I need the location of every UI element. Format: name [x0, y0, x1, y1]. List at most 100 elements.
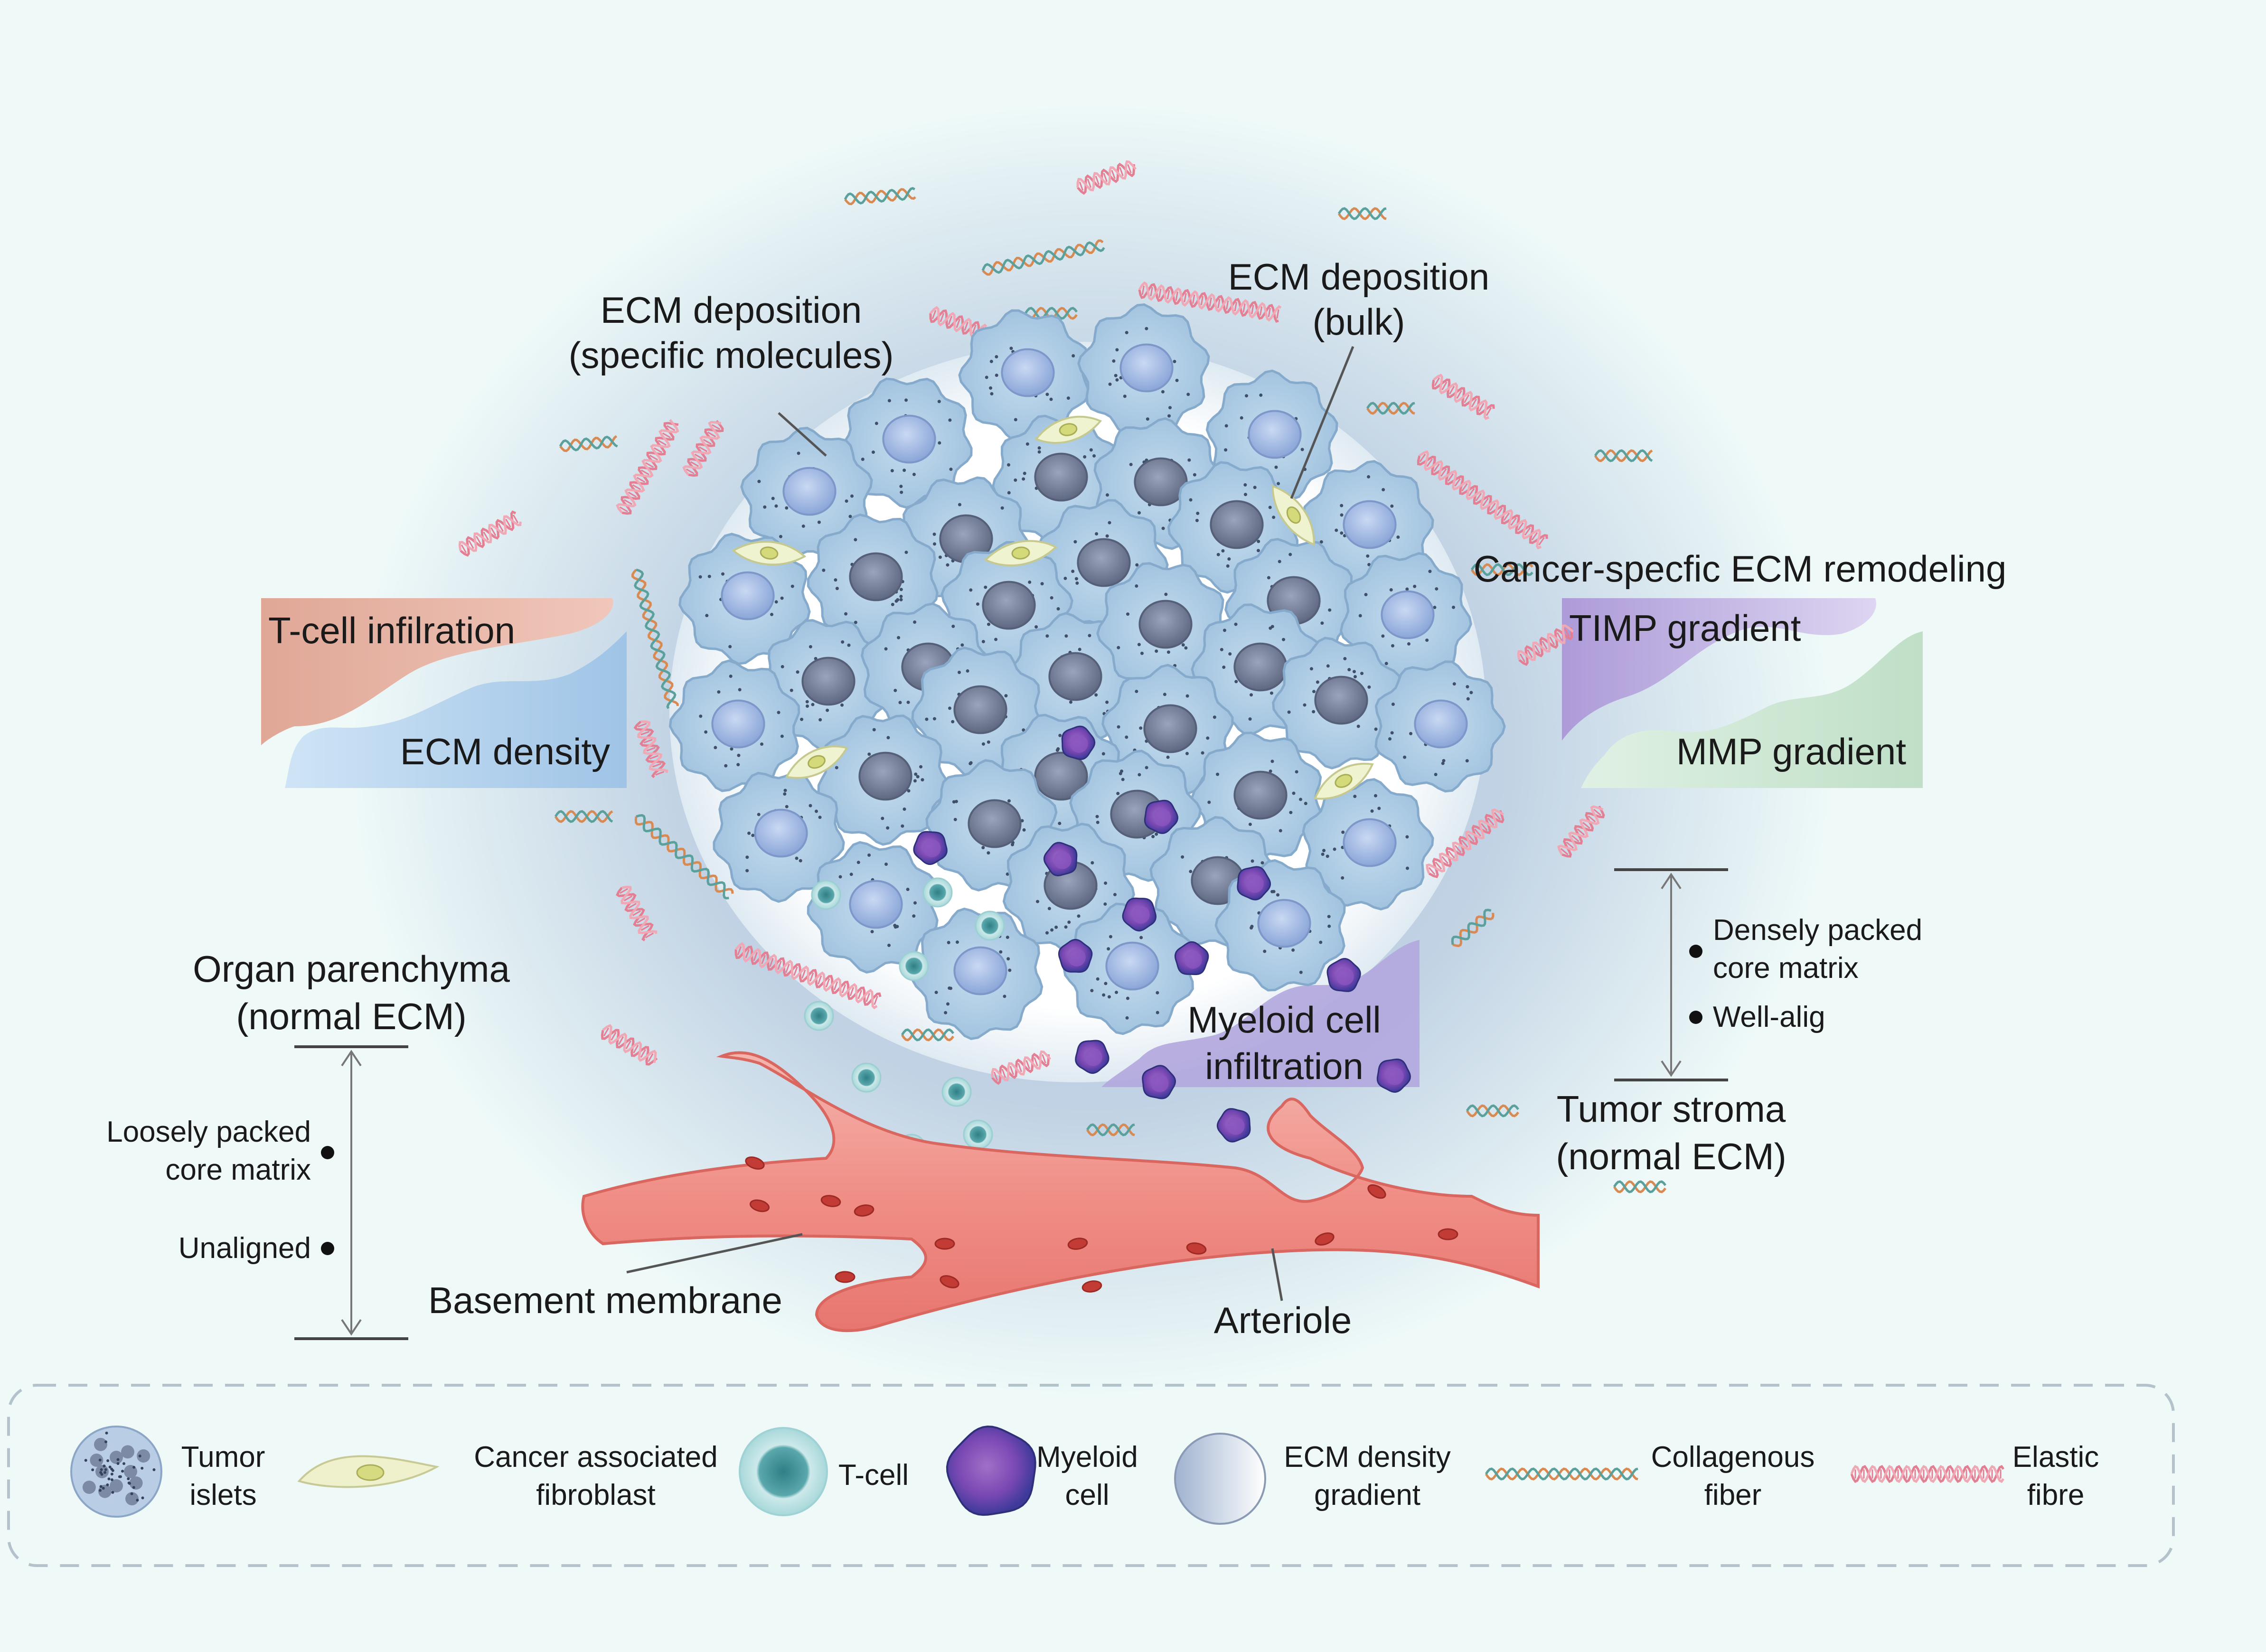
- tumor-islets-icon: [70, 1426, 162, 1518]
- t-cell-0: [811, 880, 841, 910]
- red-blood-cell-9: [1081, 1280, 1102, 1293]
- cell-layer: [668, 303, 1506, 1205]
- left-bullet-text-1a: Loosely packed: [106, 1116, 311, 1148]
- elastic-fibre-23: [601, 1024, 658, 1066]
- right-bullet-2: [1689, 1011, 1702, 1024]
- fibroblast-4: [785, 745, 848, 779]
- elastic-fibre-26: [1426, 808, 1504, 878]
- legend-label-6-1: fibre: [2027, 1479, 2085, 1511]
- tumor-cell-25: [1374, 660, 1506, 793]
- t-cell-2: [975, 910, 1005, 941]
- collagenous-fiber-8: [1366, 402, 1415, 415]
- legend-label-0-0: Tumor: [181, 1441, 265, 1474]
- ecm-bulk-label-1: ECM deposition: [1228, 256, 1490, 298]
- myeloid-cell-4: [1122, 897, 1157, 932]
- red-blood-cell-8: [1438, 1228, 1458, 1240]
- elastic-fibre-7: [1431, 374, 1495, 420]
- collagenous-fiber-20: [634, 814, 734, 900]
- tumor-cell-32: [1302, 778, 1434, 910]
- legend-label-3-0: Myeloid: [1036, 1441, 1138, 1474]
- tumor-cell-2: [840, 377, 973, 509]
- myeloid-cell-9: [1075, 1040, 1109, 1074]
- myeloid-cell-11: [1376, 1058, 1411, 1093]
- legend-label-6-0: Elastic: [2012, 1441, 2099, 1474]
- right-bullet-text-1a: Densely packed: [1713, 914, 1922, 947]
- arteriole-vessel: [581, 1051, 1540, 1333]
- collagenous-fiber-0: [844, 187, 916, 206]
- legend-item-6: Elastic fibre: [1850, 1441, 2099, 1511]
- myeloid-cell-1: [913, 831, 948, 865]
- fibroblast-0: [1034, 415, 1102, 444]
- timp-gradient-label: TIMP gradient: [1569, 607, 1801, 649]
- collagenous-fiber-18: [554, 810, 613, 823]
- legend-label-5-1: fiber: [1704, 1479, 1762, 1511]
- red-blood-cell-7: [1315, 1232, 1335, 1246]
- myeloid-cell-6: [1058, 939, 1093, 973]
- legend-label-1-0: Cancer associated: [474, 1441, 718, 1474]
- fibroblast-5: [1314, 762, 1374, 800]
- left-bullet-1: [321, 1146, 334, 1159]
- myeloid-cell-7: [1174, 941, 1209, 976]
- collagenous-fiber-16: [1470, 563, 1533, 576]
- elastic-fibre-14: [1417, 450, 1548, 550]
- myeloid-cell-2: [1043, 842, 1078, 877]
- collagenous-fiber-icon: [1485, 1467, 1638, 1481]
- tumor-cell-11: [807, 513, 939, 646]
- myeloid-cell-0: [1061, 725, 1096, 760]
- red-blood-cell-5: [1067, 1238, 1088, 1250]
- legend-label-3-1: cell: [1065, 1479, 1109, 1511]
- legend-item-2: T-cell: [739, 1427, 909, 1516]
- red-blood-cell-11: [1367, 1184, 1386, 1199]
- myeloid-cell-5: [1237, 866, 1271, 901]
- collagenous-fiber-15: [1594, 449, 1653, 462]
- myeloid-infiltration-label-2: infiltration: [1205, 1045, 1363, 1087]
- myeloid-cell-10: [1142, 1065, 1176, 1099]
- ecm-bulk-label-2: (bulk): [1312, 301, 1405, 343]
- right-bullet-1: [1689, 945, 1702, 958]
- red-blood-cell-2: [749, 1199, 770, 1212]
- elastic-fibre-12: [458, 510, 522, 557]
- right-scale-bar: [1614, 868, 1728, 1081]
- legend-item-3: Myeloid cell: [946, 1425, 1138, 1516]
- tumor-cell-37: [911, 907, 1044, 1040]
- tumor-cell-4: [740, 427, 873, 558]
- red-blood-cell-0: [745, 1156, 765, 1170]
- red-blood-cell-10: [940, 1275, 959, 1288]
- tumor-stroma-label-1: Tumor stroma: [1557, 1088, 1786, 1130]
- red-blood-cell-3: [854, 1204, 874, 1217]
- organ-label-2: (normal ECM): [236, 995, 466, 1037]
- elastic-fibre-4: [1138, 281, 1282, 323]
- t-cell-3: [899, 951, 929, 981]
- basement-membrane-label: Basement membrane: [428, 1279, 782, 1321]
- left-bullet-text-2: Unaligned: [179, 1232, 311, 1265]
- tumor-cell-26: [817, 714, 950, 846]
- myeloid-cell-icon: [946, 1425, 1036, 1516]
- ecm-specific-label-1: ECM deposition: [601, 289, 862, 331]
- red-blood-cells: [745, 1156, 1458, 1293]
- mmp-gradient-label: MMP gradient: [1676, 731, 1906, 772]
- left-bullet-text-1b: core matrix: [165, 1154, 311, 1186]
- right-gradient-panel: [1562, 598, 1923, 788]
- tumor-stroma-label-2: (normal ECM): [1556, 1136, 1786, 1177]
- t-cell-4: [804, 1001, 834, 1031]
- red-blood-cell-1: [820, 1195, 841, 1207]
- tumor-cell-33: [807, 841, 939, 974]
- fibroblast-2: [984, 540, 1058, 567]
- remodeling-label: Cancer-specfic ECM remodeling: [1474, 548, 2007, 590]
- myeloid-cell-12: [1216, 1108, 1251, 1143]
- t-cell-5: [851, 1062, 882, 1093]
- collagenous-fiber-32: [1613, 1180, 1666, 1193]
- collagenous-fiber-24: [901, 1028, 954, 1042]
- myeloid-infiltration-label-1: Myeloid cell: [1187, 999, 1381, 1041]
- collagenous-fiber-29: [1466, 1104, 1519, 1117]
- legend-item-0: Tumor islets: [70, 1426, 265, 1518]
- ecm-specific-label-2: (specific molecules): [569, 334, 894, 376]
- t-cell-1: [922, 877, 953, 908]
- ecm-gradient-icon: [1174, 1433, 1266, 1525]
- myeloid-infiltration-band: [1101, 940, 1420, 1087]
- legend-label-0-1: islets: [189, 1479, 256, 1511]
- tumor-cell-21: [1272, 637, 1403, 770]
